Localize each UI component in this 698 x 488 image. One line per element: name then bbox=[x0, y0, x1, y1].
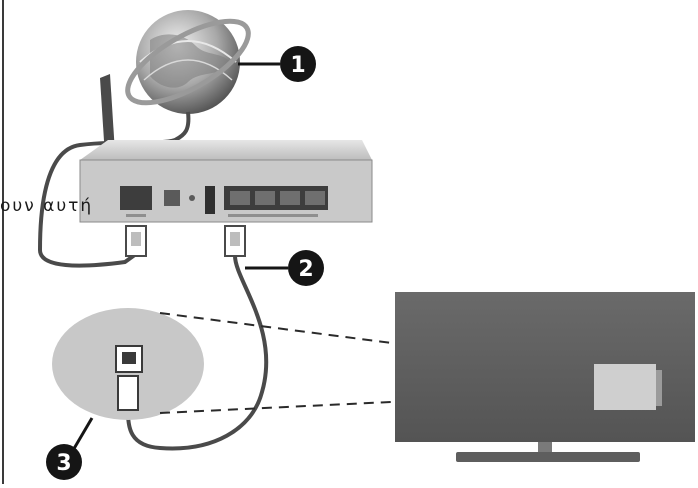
callout-3-number: 3 bbox=[56, 451, 71, 476]
overlay-caption-text: ουν αυτή bbox=[0, 196, 94, 216]
callout-1-number: 1 bbox=[290, 53, 305, 78]
power-switch bbox=[205, 186, 215, 214]
television bbox=[395, 292, 695, 462]
tv-stand-neck bbox=[538, 442, 552, 454]
ethernet-cable bbox=[126, 255, 269, 451]
power-jack bbox=[164, 190, 180, 206]
callout-2-number: 2 bbox=[298, 257, 313, 282]
internet-globe-icon bbox=[125, 10, 251, 142]
reset-button bbox=[189, 195, 195, 201]
page-edge-line bbox=[2, 0, 4, 484]
lan-plug bbox=[224, 225, 246, 257]
wifi-router bbox=[79, 74, 373, 223]
callout-2: 2 bbox=[245, 250, 324, 286]
tv-port-panel bbox=[594, 364, 656, 410]
inserted-plug bbox=[117, 375, 139, 411]
wan-plug bbox=[125, 225, 147, 257]
callout-3: 3 bbox=[46, 417, 94, 480]
callout-1: 1 bbox=[238, 46, 316, 82]
wan-port bbox=[120, 186, 152, 210]
magnified-port-view bbox=[52, 308, 204, 420]
tv-stand-base bbox=[456, 452, 640, 462]
